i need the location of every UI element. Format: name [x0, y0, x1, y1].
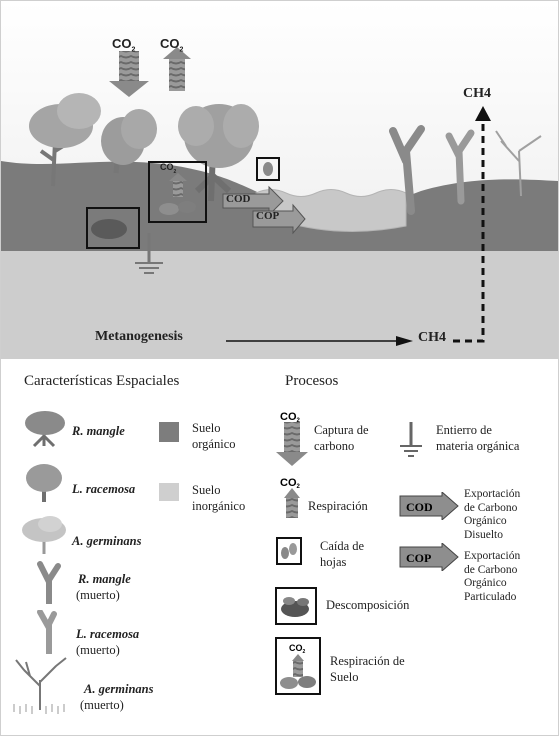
dead-tree-2	[445, 129, 475, 205]
burial-arrow	[135, 233, 163, 274]
cod-label: COD	[226, 193, 251, 205]
burial-line1: Entierro de	[436, 423, 492, 437]
inorganic-soil-layer	[1, 246, 558, 359]
species-2-name: L. racemosa	[72, 482, 136, 496]
cod-export-line3: Orgánico	[464, 515, 507, 527]
r-mangle-icon	[25, 411, 65, 448]
co2-label-right: CO2	[160, 36, 184, 54]
burial-line2: materia orgánica	[436, 439, 520, 453]
tree-center	[178, 104, 259, 202]
decomposition-box	[86, 207, 140, 249]
cod-export-line4: Disuelto	[464, 528, 503, 541]
mangrove-carbon-scene	[1, 1, 558, 359]
soil-1-line2: orgánico	[192, 437, 236, 451]
soil-respiration-box	[148, 161, 207, 223]
soil-1-line1: Suelo	[192, 421, 221, 435]
ch4-top-label: CH4	[463, 86, 491, 101]
soil-2-line2: inorgánico	[192, 499, 246, 513]
leaf-fall-line2: hojas	[320, 555, 347, 569]
species-6-name: A. germinans	[84, 682, 154, 696]
capture-line1: Captura de	[314, 423, 369, 437]
leaf-fall-box	[256, 157, 280, 181]
decomposition-icon	[275, 587, 317, 625]
l-racemosa-dead-icon	[37, 610, 57, 654]
co2-respiration-arrow-top	[163, 47, 191, 91]
tree-left-1	[29, 93, 101, 187]
tree-left-2	[101, 109, 157, 174]
species-4-name: R. mangle	[78, 572, 131, 586]
cod-export-text: Exportación de Carbono Orgánico Disuelto	[464, 488, 520, 542]
cop-arrow	[252, 203, 306, 235]
capture-line2: carbono	[314, 439, 355, 453]
svg-text:CO2: CO2	[289, 643, 306, 655]
co2-label-left: CO2	[112, 36, 136, 54]
cod-export-icon: COD	[399, 492, 459, 520]
ch4-bottom-label: CH4	[418, 330, 446, 345]
species-5-extra: (muerto)	[76, 643, 120, 657]
svg-text:CO2: CO2	[280, 477, 301, 490]
dead-tree-1	[389, 125, 425, 215]
cop-label: COP	[256, 210, 280, 222]
cod-arrow	[222, 185, 284, 217]
svg-text:COP: COP	[406, 551, 431, 565]
respiration-icon: CO2	[280, 477, 301, 518]
cop-export-icon: COP	[399, 543, 459, 571]
svg-text:COD: COD	[406, 500, 433, 514]
cop-export-line2: de Carbono	[464, 563, 518, 576]
soil-2-line1: Suelo	[192, 483, 221, 497]
a-germinans-dead-icon	[13, 657, 67, 714]
cop-export-line3: Orgánico	[464, 577, 507, 589]
ch4-dashed-path	[453, 119, 485, 343]
species-6-extra: (muerto)	[80, 698, 124, 712]
species-5-name: L. racemosa	[76, 627, 140, 641]
cod-export-line2: de Carbono	[464, 501, 518, 514]
metanogenesis-label: Metanogenesis	[95, 329, 183, 344]
soil-respiration-icon: CO2	[275, 637, 321, 695]
cop-export-text: Exportación de Carbono Orgánico Particul…	[464, 550, 520, 604]
spatial-title: Características Espaciales	[24, 373, 180, 389]
respiration-label: Respiración	[308, 499, 368, 513]
species-4-extra: (muerto)	[76, 588, 120, 602]
soil-respiration-line2: Suelo	[330, 670, 359, 684]
leaf-fall-icon	[276, 537, 302, 565]
a-germinans-icon	[22, 516, 66, 554]
organic-soil-swatch	[159, 422, 179, 442]
soil-respiration-line1: Respiración de	[330, 654, 405, 668]
process-title: Procesos	[285, 373, 339, 389]
cod-export-line1: Exportación	[464, 488, 521, 500]
co2-capture-arrow-top	[109, 51, 149, 97]
r-mangle-dead-icon	[37, 561, 61, 604]
decomposition-label: Descomposición	[326, 598, 410, 612]
species-1-name: R. mangle	[72, 424, 125, 438]
box-contents	[91, 162, 273, 239]
burial-icon	[400, 422, 422, 457]
dead-tree-3	[495, 130, 542, 197]
l-racemosa-icon	[26, 464, 62, 502]
co2-label-soil: CO2	[160, 162, 177, 175]
carbon-capture-icon: CO2	[276, 411, 308, 466]
ch4-arrowhead	[475, 106, 491, 121]
cop-export-line4: Particulado	[464, 590, 517, 603]
species-3-name: A. germinans	[72, 534, 142, 548]
cop-export-line1: Exportación	[464, 550, 521, 562]
inorganic-soil-swatch	[159, 483, 179, 501]
methanogenesis-arrow	[226, 336, 413, 346]
leaf-fall-line1: Caída de	[320, 539, 365, 553]
svg-text:CO2: CO2	[280, 411, 301, 424]
